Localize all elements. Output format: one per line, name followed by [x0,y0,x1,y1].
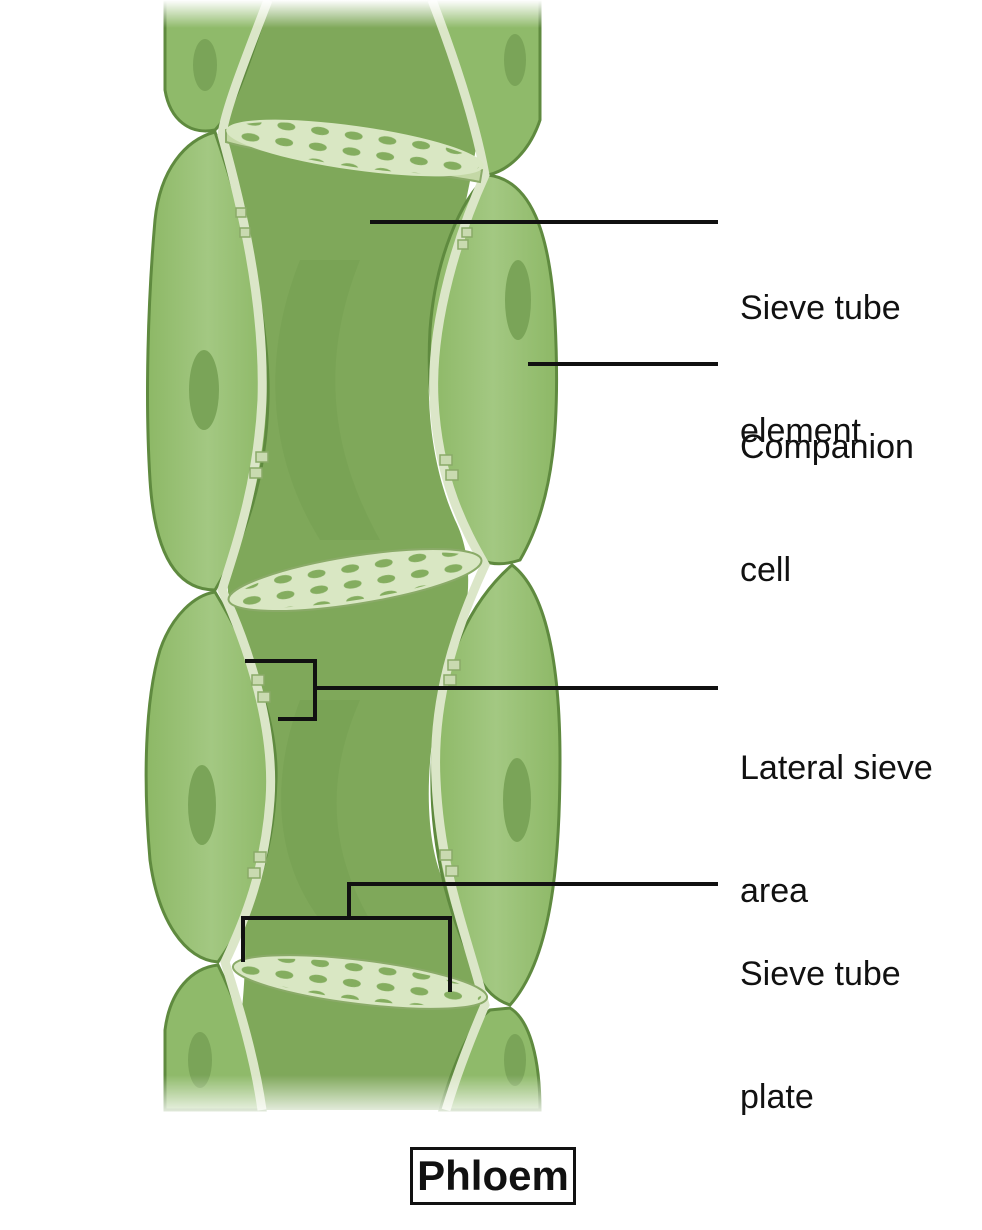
nucleus [188,1032,212,1088]
sieve-plate-top [225,119,484,184]
sieve-plate-middle [227,547,483,613]
label-line: element [740,412,861,450]
nucleus [505,260,531,340]
nucleus [504,34,526,86]
label-line: Sieve tube [740,955,901,993]
nucleus [188,765,216,845]
leader-sieve-tube-plate [347,882,718,918]
label-line: Lateral sieve [740,749,933,787]
label-line: cell [740,551,792,589]
nucleus [193,39,217,91]
bracket-sieve-tube-plate [241,916,452,992]
label-lateral-sieve-area: Lateral sieve area [740,666,933,953]
label-line: plate [740,1078,814,1116]
nucleus [504,1034,526,1086]
label-line: area [740,872,809,910]
label-line: Sieve tube [740,289,901,327]
label-line: Companion [740,428,914,466]
title-box: Phloem [410,1147,576,1205]
cell-wall-left [217,0,276,1111]
label-sieve-tube-plate: Sieve tube plate [740,872,901,1159]
cell-wall-right [427,0,491,1112]
diagram-title: Phloem [417,1152,569,1199]
nucleus [503,758,531,842]
nucleus [189,350,219,430]
label-sieve-tube-element: Sieve tube element [740,206,901,493]
sieve-plate-bottom [231,954,489,1010]
bottom-fade [140,1075,570,1120]
top-fade [140,0,570,28]
sieve-tube-shading [275,260,380,540]
lateral-sieve-pits [235,207,473,879]
sieve-tube-shading-lower [281,700,370,920]
label-companion-cell: Companion cell [740,345,914,632]
leader-lines [241,220,718,992]
